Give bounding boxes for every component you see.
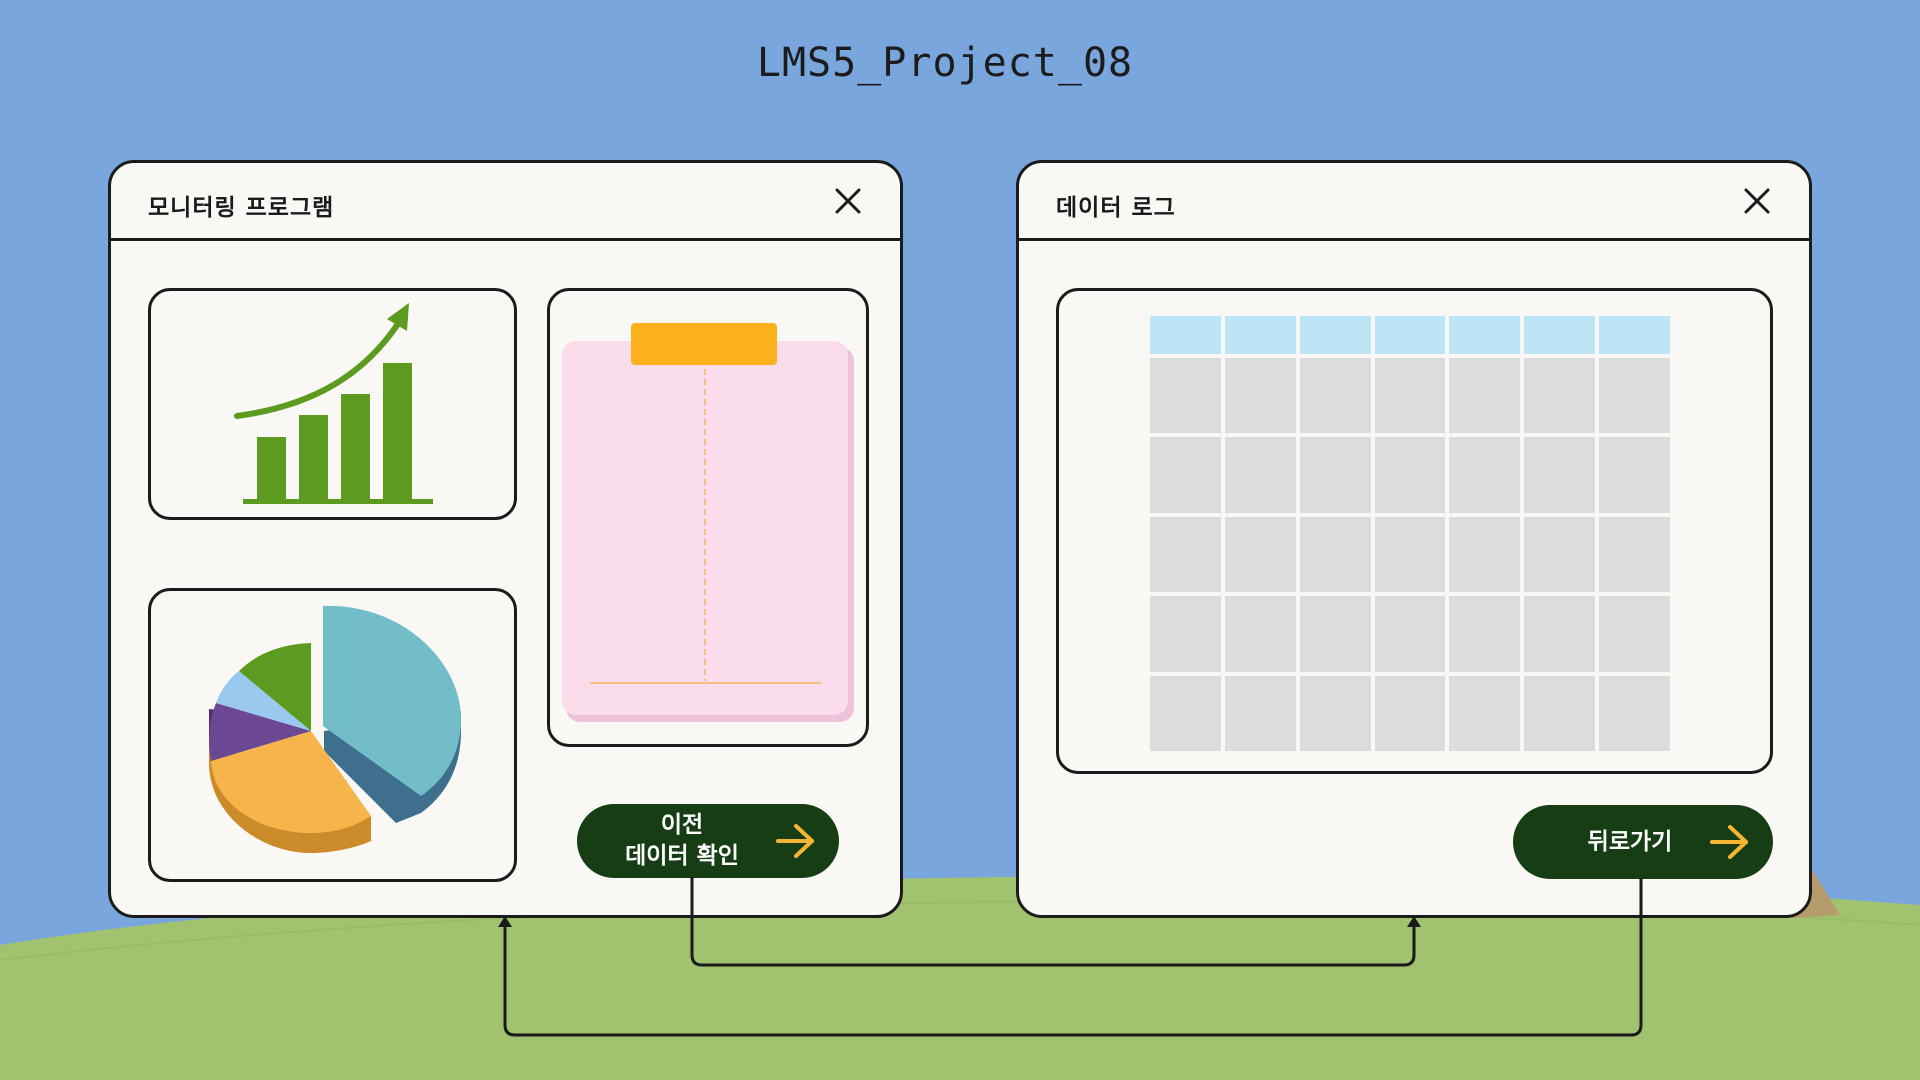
table-cell (1449, 596, 1521, 672)
table-cell (1449, 358, 1521, 434)
data-log-table (1150, 316, 1670, 751)
table-cell (1224, 675, 1296, 751)
clipboard-note-icon (562, 323, 854, 722)
table-cell (1299, 516, 1371, 593)
table-header-cell (1524, 316, 1596, 354)
table-cell (1224, 596, 1296, 672)
data-log-table-panel (1056, 288, 1773, 774)
window-titlebar: 모니터링 프로그램 (111, 163, 900, 241)
table-cell (1524, 596, 1596, 672)
table-header-cell (1449, 316, 1521, 354)
table-cell (1374, 437, 1446, 513)
close-icon[interactable] (1743, 187, 1771, 215)
table-cell (1224, 516, 1296, 593)
table-header-cell (1150, 316, 1221, 354)
table-header-cell (1374, 316, 1446, 354)
data-log-window: 데이터 로그 뒤로가기 (1016, 160, 1812, 918)
table-cell (1524, 358, 1596, 434)
table-cell (1374, 516, 1446, 593)
close-icon[interactable] (834, 187, 862, 215)
arrow-right-icon (776, 824, 814, 858)
table-cell (1150, 596, 1221, 672)
table-cell (1374, 675, 1446, 751)
table-cell (1599, 437, 1670, 513)
table-cell (1299, 675, 1371, 751)
growth-bar-chart-icon (234, 303, 433, 504)
table-cell (1449, 437, 1521, 513)
table-cell (1150, 675, 1221, 751)
table-cell (1150, 516, 1221, 593)
table-cell (1150, 437, 1221, 513)
table-cell (1449, 516, 1521, 593)
monitoring-program-window: 모니터링 프로그램 (108, 160, 903, 918)
table-cell (1299, 358, 1371, 434)
table-cell (1224, 358, 1296, 434)
table-cell (1449, 675, 1521, 751)
back-button[interactable]: 뒤로가기 (1513, 805, 1773, 879)
table-header-cell (1599, 316, 1670, 354)
previous-data-label-line1: 이전 (660, 812, 704, 838)
table-cell (1599, 596, 1670, 672)
table-cell (1524, 437, 1596, 513)
previous-data-label-line2: 데이터 확인 (625, 843, 739, 869)
table-cell (1374, 596, 1446, 672)
bar-chart-panel (148, 288, 517, 520)
back-label: 뒤로가기 (1587, 828, 1673, 855)
table-cell (1299, 596, 1371, 672)
table-cell (1599, 516, 1670, 593)
table-cell (1599, 675, 1670, 751)
back-button-label: 뒤로가기 (1565, 805, 1695, 879)
pie-chart-panel (148, 588, 517, 882)
table-cell (1524, 675, 1596, 751)
table-cell (1150, 358, 1221, 434)
page-title: LMS5_Project_08 (756, 40, 1134, 86)
note-panel (547, 288, 869, 747)
table-header-cell (1299, 316, 1371, 354)
table-cell (1599, 358, 1670, 434)
pie-chart-icon (208, 605, 461, 853)
arrow-right-icon (1710, 825, 1748, 859)
table-cell (1224, 437, 1296, 513)
previous-data-button[interactable]: 이전 데이터 확인 (577, 804, 839, 878)
previous-data-button-label: 이전 데이터 확인 (607, 804, 757, 878)
window-titlebar: 데이터 로그 (1019, 163, 1809, 241)
table-header-cell (1224, 316, 1296, 354)
table-cell (1374, 358, 1446, 434)
table-cell (1524, 516, 1596, 593)
window-title: 모니터링 프로그램 (148, 195, 335, 221)
table-cell (1299, 437, 1371, 513)
window-title: 데이터 로그 (1056, 195, 1176, 221)
